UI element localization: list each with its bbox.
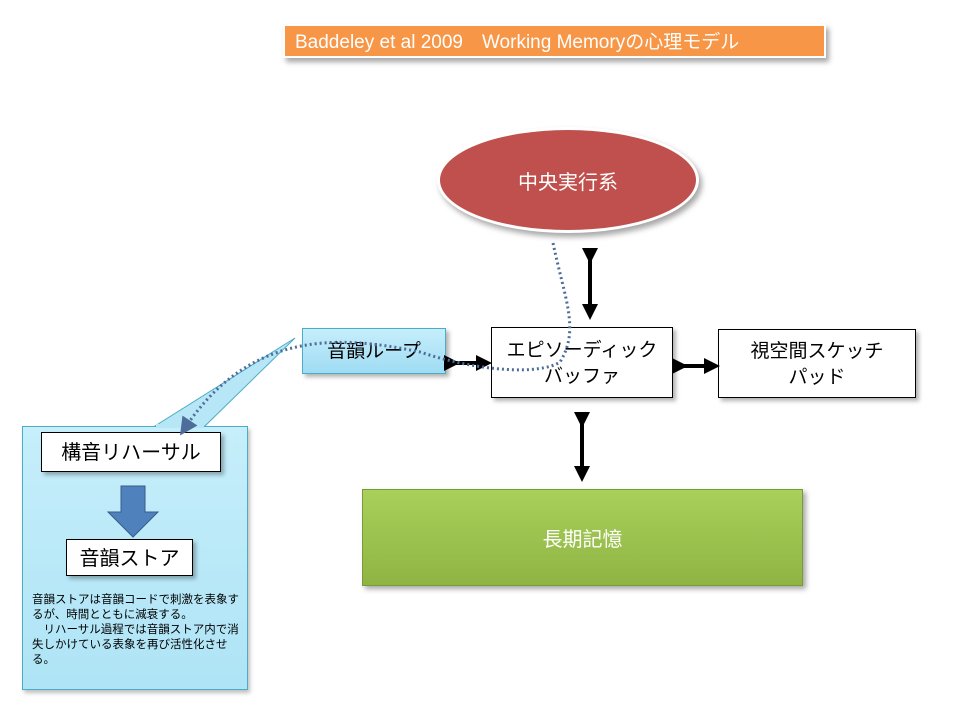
- phonological-store-node[interactable]: 音韻ストア: [66, 539, 193, 576]
- long-term-memory-node[interactable]: 長期記憶: [362, 489, 803, 586]
- articulatory-rehearsal-node[interactable]: 構音リハーサル: [41, 432, 221, 472]
- episodic-buffer-label-1: エピソーディック: [506, 338, 658, 361]
- episodic-buffer-node[interactable]: エピソーディックバッファ: [491, 327, 673, 398]
- down-arrow-icon: [106, 485, 160, 538]
- episodic-buffer-label-2: バッファ: [543, 364, 620, 387]
- diagram-title: Baddeley et al 2009 Working Memoryの心理モデル: [283, 24, 826, 58]
- visuospatial-label-2: パッド: [788, 365, 846, 388]
- visuospatial-label-1: 視空間スケッチ: [750, 339, 884, 362]
- dotted-control-path: [180, 242, 572, 436]
- callout-note: 音韻ストアは音韻コードで刺激を表象するが、時間とともに減衰する。 リハーサル過程…: [32, 592, 239, 666]
- central-executive-node[interactable]: 中央実行系: [437, 127, 699, 233]
- phonological-loop-node[interactable]: 音韻ループ: [302, 328, 446, 374]
